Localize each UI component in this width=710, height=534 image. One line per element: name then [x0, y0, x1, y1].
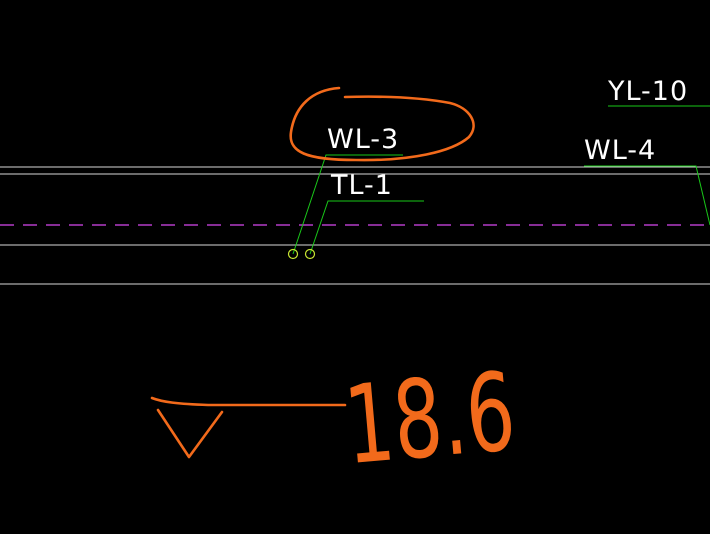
beam-outline — [0, 166, 710, 285]
markup-circle-wl3 — [289, 86, 475, 162]
leader-tl1 — [309, 200, 424, 255]
marker-circle-right — [304, 248, 316, 260]
elevation-triangle-icon — [150, 396, 347, 459]
handwritten-elevation-value: 18.6 — [340, 350, 520, 489]
label-yl10: YL-10 — [607, 76, 688, 107]
leader-lines — [292, 105, 710, 255]
elevation-mark — [150, 396, 347, 459]
point-markers — [287, 248, 316, 260]
marker-circle-left — [287, 248, 299, 260]
label-wl4: WL-4 — [584, 135, 656, 166]
label-tl1: TL-1 — [330, 170, 393, 201]
leader-wl3 — [292, 154, 403, 255]
label-wl3: WL-3 — [327, 124, 399, 155]
leader-wl4 — [584, 165, 710, 226]
